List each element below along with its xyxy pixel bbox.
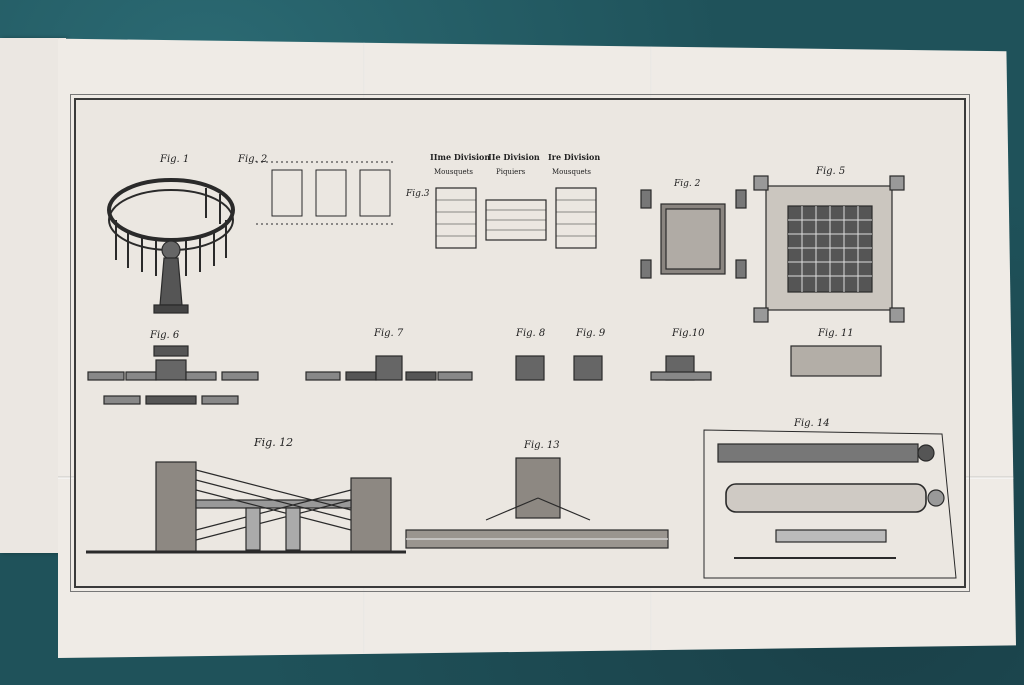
fig12-platform-drawing — [86, 461, 406, 554]
fig1-ring-drawing — [107, 178, 235, 314]
fig2b-label: Fig. 2 — [673, 179, 701, 189]
fig2a-label: Fig. 2 — [237, 154, 267, 165]
division-2-title: IIe Division — [488, 152, 540, 162]
fig12-label: Fig. 12 — [253, 436, 293, 449]
division-3-title: IIme Division — [430, 152, 490, 162]
fig5-label: Fig. 5 — [815, 166, 845, 177]
fig6-label: Fig. 6 — [149, 330, 180, 341]
fig14-label: Fig. 14 — [793, 418, 830, 429]
division-3-sub: Mousquets — [434, 168, 473, 176]
fig3-label: Fig.3 — [405, 189, 430, 199]
cannon-panel — [703, 429, 957, 579]
fig10-label: Fig.10 — [671, 328, 705, 339]
fig2-dot-formation — [256, 161, 396, 225]
division-2-sub: Piquiers — [496, 168, 526, 176]
division-1-sub: Mousquets — [552, 168, 591, 176]
fig8-label: Fig. 8 — [515, 328, 545, 339]
fig5-grid-square — [753, 175, 905, 323]
fig13-label: Fig. 13 — [523, 440, 560, 451]
engraved-plate-sheet: Fig. 1 Fig. 2 Fig.3 Fig. 2 Fig. 5 Fig. 6… — [58, 38, 1016, 658]
fig13-tower-drawing — [405, 457, 669, 549]
fig6-11-block-row — [87, 345, 882, 405]
fig11-label: Fig. 11 — [817, 328, 854, 339]
plate-frame: Fig. 1 Fig. 2 Fig.3 Fig. 2 Fig. 5 Fig. 6… — [70, 94, 970, 592]
fig1-label: Fig. 1 — [159, 154, 189, 165]
engraving-drawing: Fig. 1 Fig. 2 Fig.3 Fig. 2 Fig. 5 Fig. 6… — [86, 152, 957, 579]
fig2-square-formation — [640, 189, 747, 279]
fig7-label: Fig. 7 — [373, 328, 404, 339]
fig3-division-blocks — [435, 187, 597, 249]
fig9-label: Fig. 9 — [575, 328, 606, 339]
left-page-edge — [0, 38, 66, 553]
division-1-title: Ire Division — [548, 152, 600, 162]
